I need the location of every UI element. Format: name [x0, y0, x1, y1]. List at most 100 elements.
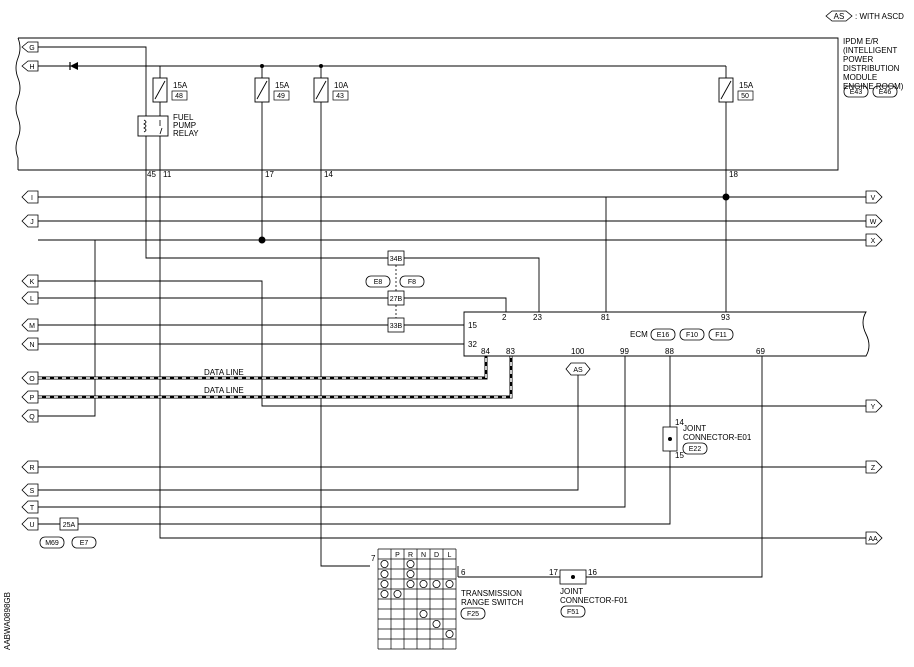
arrow-v: V — [871, 195, 876, 202]
fuse-50-no: 50 — [741, 93, 749, 100]
joint-f01-label-2: CONNECTOR-F01 — [560, 596, 628, 605]
trs-position-l: L — [448, 552, 452, 559]
trs-pin-7: 7 — [371, 554, 376, 563]
inline-tag-f8: F8 — [408, 279, 416, 286]
legend-text: : WITH ASCD — [855, 12, 904, 21]
arrow-z: Z — [871, 465, 876, 472]
ipdm-title-2: (INTELLIGENT — [843, 46, 897, 55]
trs-label-2: RANGE SWITCH — [461, 598, 523, 607]
ipdm-title-6: ENGINE ROOM) — [843, 82, 904, 91]
ecm-pin-32: 32 — [468, 340, 477, 349]
ipdm-connector-e46: E46 — [879, 89, 892, 96]
ecm-pin-2: 2 — [502, 313, 507, 322]
splice-dot — [258, 236, 266, 244]
joint-f01-pin-17: 17 — [549, 568, 558, 577]
right-arrows: V W X Y Z AA — [865, 190, 883, 545]
trs-contact-circle — [380, 570, 389, 579]
splice-dot — [722, 193, 730, 201]
arrow-r: R — [29, 465, 34, 472]
trs-position-p: P — [395, 552, 400, 559]
trs-contact-circle — [432, 580, 441, 589]
joint-f01-label-1: JOINT — [560, 587, 583, 596]
trs-label-1: TRANSMISSION — [461, 589, 522, 598]
wires — [38, 172, 868, 578]
figure-id: AABWA0898GB — [3, 592, 12, 650]
ipdm-title-4: DISTRIBUTION — [843, 64, 900, 73]
data-line-label-1: DATA LINE — [204, 368, 244, 377]
trs-contact-circle — [393, 590, 402, 599]
fuse-43-no: 43 — [336, 93, 344, 100]
fuse-49-amp: 15A — [275, 81, 290, 90]
ipdm-pin-45: 45 — [147, 170, 156, 179]
trs-connector: F25 — [467, 611, 479, 618]
joint-f01-connector: F51 — [567, 609, 579, 616]
arrow-j: J — [30, 219, 34, 226]
ecm-connector-f11: F11 — [715, 332, 727, 339]
as-tag: AS — [565, 362, 591, 376]
arrow-k: K — [30, 279, 35, 286]
ecm-pin-69: 69 — [756, 347, 765, 356]
trs-position-d: D — [434, 552, 439, 559]
arrow-g: G — [29, 45, 34, 52]
fuse-25a-amp: 25A — [63, 522, 76, 529]
ecm-pin-99: 99 — [620, 347, 629, 356]
ecm-module: 2 23 81 93 15 32 84 83 100 99 88 69 ECM … — [463, 311, 870, 357]
ipdm-title-3: POWER — [843, 55, 873, 64]
joint-connector-e01: 14 15 JOINT CONNECTOR-E01 E22 — [662, 418, 752, 460]
ipdm-connector-e43: E43 — [850, 89, 863, 96]
fuse-43-amp: 10A — [334, 81, 349, 90]
arrow-h: H — [29, 64, 34, 71]
fuse-48-amp: 15A — [173, 81, 188, 90]
trs-position-n: N — [421, 552, 426, 559]
relay-label-1: FUEL — [173, 113, 194, 122]
joint-e01-pin-15: 15 — [675, 451, 684, 460]
ipdm-module: IPDM E/R (INTELLIGENT POWER DISTRIBUTION… — [15, 37, 904, 179]
trs-contact-circle — [406, 570, 415, 579]
ipdm-title-1: IPDM E/R — [843, 37, 879, 46]
ecm-pin-93: 93 — [721, 313, 730, 322]
relay-label-3: RELAY — [173, 129, 199, 138]
trs-contact-circle — [445, 630, 454, 639]
inline-27b: 27B — [390, 296, 403, 303]
arrow-aa: AA — [868, 536, 878, 543]
trs-contact-circle — [406, 580, 415, 589]
ipdm-pin-14: 14 — [324, 170, 333, 179]
fuse-25a: 25A M69 E7 — [39, 517, 97, 549]
joint-f01-pin-16: 16 — [588, 568, 597, 577]
arrow-u: U — [29, 522, 34, 529]
arrow-p: P — [30, 395, 35, 402]
left-arrows: I J K L M N O P Q R S T U — [21, 190, 39, 531]
arrow-x: X — [871, 238, 876, 245]
trs-contact-circle — [380, 560, 389, 569]
legend-tag: AS — [834, 12, 845, 21]
legend: AS : WITH ASCD — [825, 10, 904, 22]
arrow-y: Y — [871, 404, 876, 411]
arrow-o: O — [29, 376, 35, 383]
ecm-pin-84: 84 — [481, 347, 490, 356]
arrow-q: Q — [29, 414, 35, 421]
inline-tag-e8: E8 — [374, 279, 383, 286]
trs-contact-circle — [406, 560, 415, 569]
arrow-m: M — [29, 323, 35, 330]
inline-33b: 33B — [390, 323, 403, 330]
joint-e01-label-2: CONNECTOR-E01 — [683, 433, 752, 442]
joint-e01-label-1: JOINT — [683, 424, 706, 433]
fuse-50-amp: 15A — [739, 81, 754, 90]
ipdm-title-5: MODULE — [843, 73, 877, 82]
ecm-pin-83: 83 — [506, 347, 515, 356]
fuse-25a-connector-e7: E7 — [80, 540, 89, 547]
relay-label-2: PUMP — [173, 121, 196, 130]
trs-contact-circle — [445, 580, 454, 589]
arrow-t: T — [30, 505, 35, 512]
ecm-pin-15: 15 — [468, 321, 477, 330]
trs-contact-circle — [419, 610, 428, 619]
arrow-l: L — [30, 296, 34, 303]
trs-position-r: R — [408, 552, 413, 559]
fuse-48-no: 48 — [175, 93, 183, 100]
ecm-pin-100: 100 — [571, 347, 585, 356]
ecm-pin-81: 81 — [601, 313, 610, 322]
trs-contact-circle — [380, 590, 389, 599]
arrow-w: W — [870, 219, 877, 226]
ipdm-pin-11: 11 — [163, 170, 172, 179]
